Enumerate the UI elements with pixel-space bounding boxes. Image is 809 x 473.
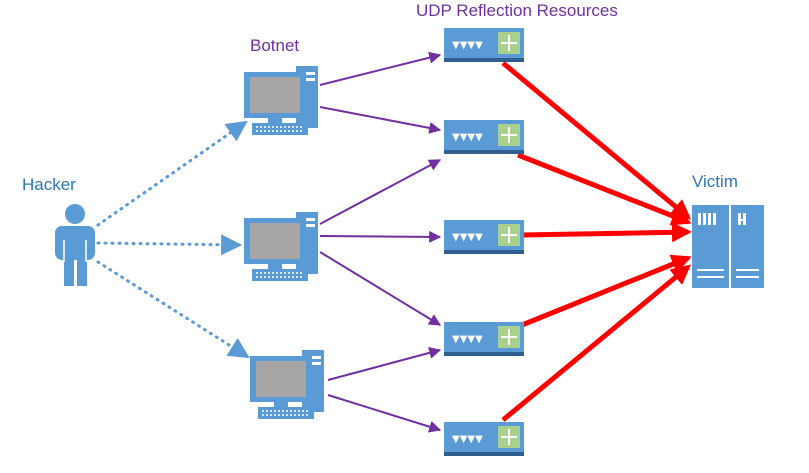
botnet-label: Botnet xyxy=(250,36,300,55)
computer-icon xyxy=(243,211,319,282)
control-edge-2 xyxy=(96,234,243,256)
router-icon xyxy=(443,27,525,63)
hacker-label: Hacker xyxy=(22,175,76,194)
control-edge-1 xyxy=(96,120,248,227)
computer-icon xyxy=(243,65,319,136)
victim-label: Victim xyxy=(692,172,738,191)
command-edge-1 xyxy=(319,51,442,86)
command-edge-2 xyxy=(319,106,442,134)
attack-edge-3 xyxy=(521,222,692,243)
router-icon xyxy=(443,421,525,457)
command-edge-5 xyxy=(319,251,442,326)
udp-reflection-resources-label: UDP Reflection Resources xyxy=(416,1,618,20)
attack-edge-2 xyxy=(517,152,692,226)
command-edge-3 xyxy=(319,159,442,225)
command-edge-7 xyxy=(327,394,442,433)
router-icon xyxy=(443,119,525,155)
control-edge-3 xyxy=(96,260,250,359)
server-icon xyxy=(692,205,764,288)
command-edge-6 xyxy=(327,346,442,381)
computer-icon xyxy=(249,349,325,420)
attack-edge-5 xyxy=(501,264,692,422)
attack-edge-1 xyxy=(501,61,692,220)
router-icon xyxy=(443,321,525,357)
person-icon xyxy=(55,204,95,286)
attack-edge-4 xyxy=(521,254,692,328)
router-icon xyxy=(443,219,525,255)
command-edge-4 xyxy=(319,230,442,243)
